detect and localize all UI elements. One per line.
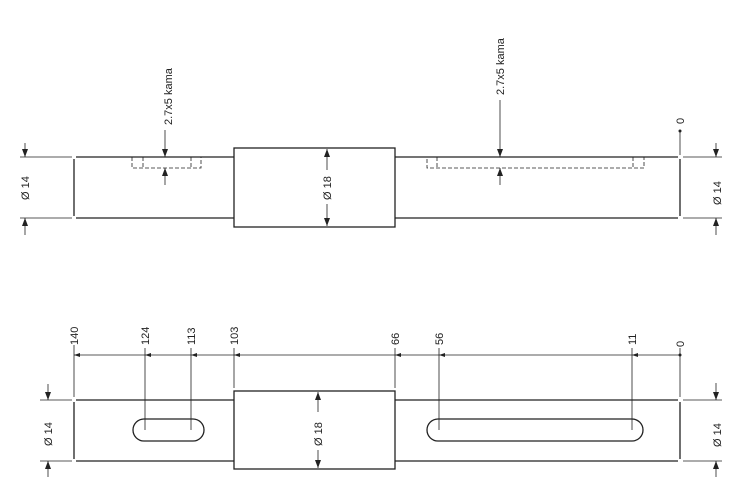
- ordinate-124: 124: [140, 327, 152, 345]
- ordinate-11: 11: [627, 334, 639, 345]
- diameter-left-label: Ø 14: [20, 176, 32, 200]
- bottom-view: 140 124 113 103 66 56 11 0 Ø 14 Ø 14 Ø 1…: [40, 327, 724, 477]
- diameter-center-label: Ø 18: [313, 422, 325, 446]
- keyway-right-label: 2.7x5 kama: [495, 37, 507, 95]
- keyway-left-label: 2.7x5 kama: [163, 67, 175, 125]
- origin-label: 0: [675, 118, 687, 124]
- shaft-outline-left: [73, 156, 234, 219]
- center-collar: [233, 390, 396, 470]
- ordinate-0: 0: [675, 341, 687, 347]
- ordinate-66: 66: [390, 333, 402, 345]
- ordinate-113: 113: [186, 327, 198, 345]
- diameter-right-label: Ø 14: [712, 423, 724, 447]
- ordinate-56: 56: [434, 333, 446, 345]
- slot-left: [132, 418, 205, 442]
- ordinate-103: 103: [229, 327, 241, 345]
- keyway-right-hidden: [426, 156, 645, 169]
- ordinate-140: 140: [69, 327, 81, 345]
- diameter-left-label: Ø 14: [43, 422, 55, 446]
- diameter-right-label: Ø 14: [712, 181, 724, 205]
- shaft-outline-right: [395, 156, 681, 219]
- slot-right: [426, 418, 644, 442]
- diameter-center-label: Ø 18: [322, 176, 334, 200]
- shaft-outline-right: [395, 399, 681, 462]
- center-collar: [233, 147, 396, 228]
- shaft-outline-left: [73, 399, 234, 462]
- top-view: 2.7x5 kama 2.7x5 kama 0 Ø 14 Ø 14 Ø 18: [20, 37, 724, 235]
